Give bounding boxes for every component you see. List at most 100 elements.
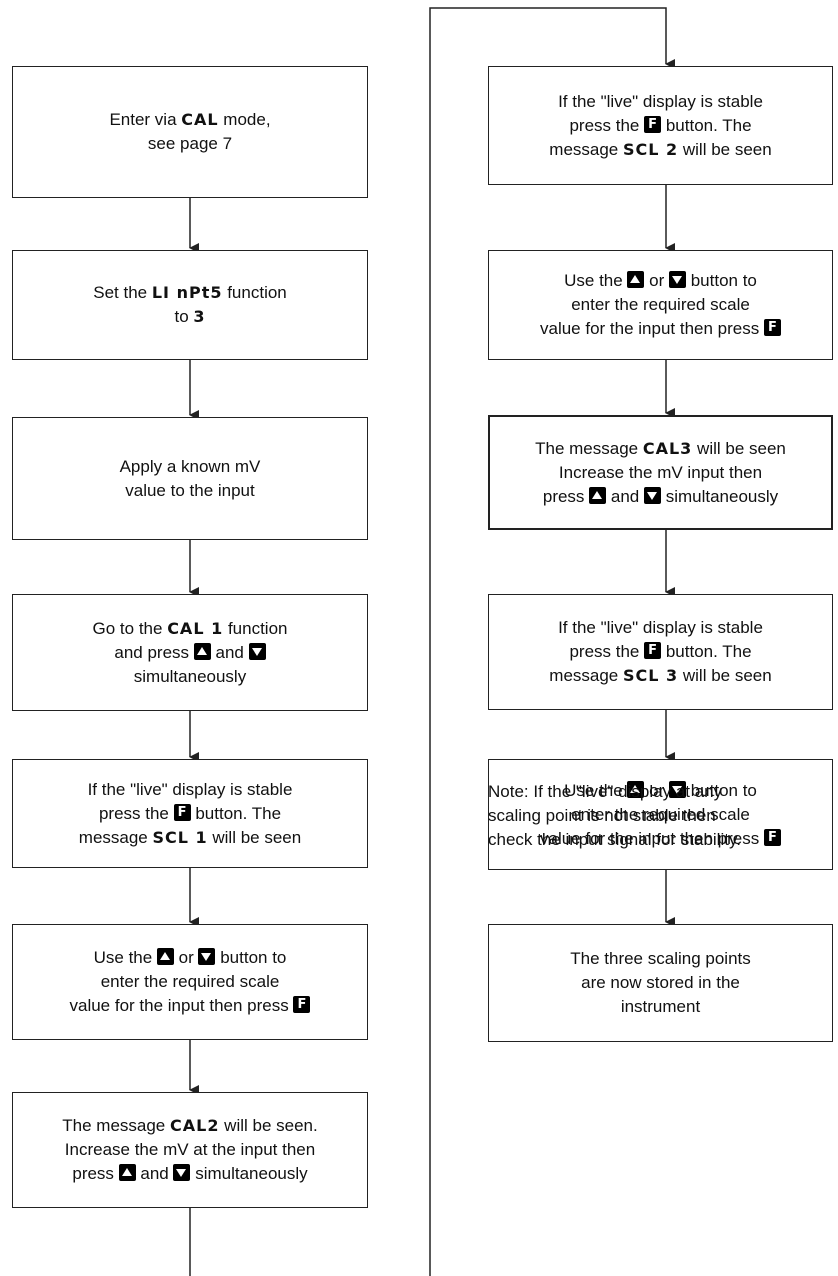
text: press the xyxy=(569,115,645,135)
step-cal2-message: The message CAL2 will be seen. Increase … xyxy=(12,1092,368,1208)
text: Go to the xyxy=(92,618,168,638)
connector-8-entry xyxy=(429,7,675,1276)
text: enter the required scale xyxy=(571,804,750,824)
step-set-linpts: Set the LI nPt5 function to 3 xyxy=(12,250,368,360)
text: will be seen xyxy=(678,139,772,159)
text: are now stored in the xyxy=(581,973,740,992)
display-code: SCL 3 xyxy=(622,666,679,685)
down-arrow-button-icon xyxy=(668,271,686,288)
step-enter-scale-3: Use the or button to enter the required … xyxy=(488,759,833,870)
f-button-icon xyxy=(644,115,662,133)
text: or xyxy=(644,271,669,290)
text: press the xyxy=(569,642,645,661)
text: simultaneously xyxy=(190,1164,308,1183)
step-apply-mv: Apply a known mV value to the input xyxy=(12,417,368,540)
text: will be seen xyxy=(692,438,786,458)
text: message xyxy=(78,827,153,847)
text: button to xyxy=(685,271,757,290)
text: function xyxy=(222,283,287,302)
display-code: CAL2 xyxy=(170,1116,220,1135)
display-code: CAL3 xyxy=(642,438,693,458)
step-go-to-cal1: Go to the CAL 1 function and press and s… xyxy=(12,594,368,711)
text: The message xyxy=(62,1116,170,1135)
text: Set the xyxy=(93,283,152,302)
text: simultaneously xyxy=(133,666,247,686)
text: will be seen. xyxy=(219,1116,318,1135)
display-code: 3 xyxy=(193,307,206,326)
display-code: CAL xyxy=(181,110,219,129)
up-arrow-button-icon xyxy=(193,642,211,660)
text: function xyxy=(223,618,288,638)
text: see page 7 xyxy=(147,134,233,153)
f-button-icon xyxy=(763,828,781,846)
text: If the "live" display is stable xyxy=(558,91,763,111)
down-arrow-button-icon xyxy=(668,780,686,798)
text: The message xyxy=(535,438,643,458)
text: and xyxy=(135,1164,174,1183)
text: value for the input then press xyxy=(540,828,764,848)
up-arrow-button-icon xyxy=(156,948,174,965)
text: Use the xyxy=(93,948,157,967)
up-arrow-button-icon xyxy=(589,486,607,504)
down-arrow-button-icon xyxy=(643,486,661,504)
text: The three scaling points xyxy=(570,949,751,968)
text: button to xyxy=(685,780,757,800)
text: press xyxy=(72,1164,119,1183)
text: If the "live" display is stable xyxy=(87,779,293,799)
step-live-stable-scl1: If the "live" display is stable press th… xyxy=(12,759,368,868)
text: button to xyxy=(215,948,287,967)
text: value to the input xyxy=(125,480,255,500)
text: Use the xyxy=(564,780,628,800)
text: press the xyxy=(98,803,174,823)
step-points-stored: The three scaling points are now stored … xyxy=(488,924,833,1042)
text: button. The xyxy=(661,642,752,661)
f-button-icon xyxy=(173,803,191,821)
text: instrument xyxy=(620,997,701,1016)
text: mode, xyxy=(218,110,271,129)
display-code: SCL 2 xyxy=(622,139,679,159)
text: Apply a known mV xyxy=(119,456,261,476)
down-arrow-button-icon xyxy=(173,1164,191,1181)
down-arrow-button-icon xyxy=(248,642,266,660)
f-button-icon xyxy=(763,319,781,336)
down-arrow-button-icon xyxy=(198,948,216,965)
text: message xyxy=(549,666,623,685)
text: If the "live" display is stable xyxy=(558,618,763,637)
text: or xyxy=(644,780,669,800)
up-arrow-button-icon xyxy=(118,1164,136,1181)
f-button-icon xyxy=(293,996,311,1013)
text: value for the input then press xyxy=(540,319,764,338)
display-code: LI nPt5 xyxy=(151,283,223,302)
step-enter-cal-mode: Enter via CAL mode, see page 7 xyxy=(12,66,368,198)
text: enter the required scale xyxy=(571,295,750,314)
text: button. The xyxy=(661,115,752,135)
text: and xyxy=(606,486,644,506)
text: or xyxy=(173,948,199,967)
note-line: check the input signal for stability. xyxy=(488,830,741,849)
text: button. The xyxy=(190,803,282,823)
text: and press xyxy=(114,642,194,662)
f-button-icon xyxy=(644,642,662,659)
text: Increase the mV input then xyxy=(558,462,763,482)
note-line: Note: If the "live" display at any xyxy=(488,782,723,801)
text: message xyxy=(549,139,623,159)
display-code: SCL 1 xyxy=(152,827,208,847)
step-live-stable-scl2: If the "live" display is stable press th… xyxy=(488,66,833,185)
note-line: scaling point is not stable then xyxy=(488,806,716,825)
text: Use the xyxy=(564,271,628,290)
step-enter-scale-2: Use the or button to enter the required … xyxy=(488,250,833,360)
text: will be seen xyxy=(678,666,772,685)
text: simultaneously xyxy=(660,486,779,506)
text: to xyxy=(174,307,194,326)
step-cal3-message: The message CAL3 will be seen Increase t… xyxy=(488,415,833,530)
text: enter the required scale xyxy=(100,972,280,991)
stability-note: Note: If the "live" display at any scali… xyxy=(488,780,833,852)
step-live-stable-scl3: If the "live" display is stable press th… xyxy=(488,594,833,710)
text: and xyxy=(210,642,249,662)
text: Enter via xyxy=(109,110,182,129)
display-code: CAL 1 xyxy=(167,618,224,638)
step-enter-scale-1: Use the or button to enter the required … xyxy=(12,924,368,1040)
up-arrow-button-icon xyxy=(627,271,645,288)
text: will be seen xyxy=(207,827,302,847)
